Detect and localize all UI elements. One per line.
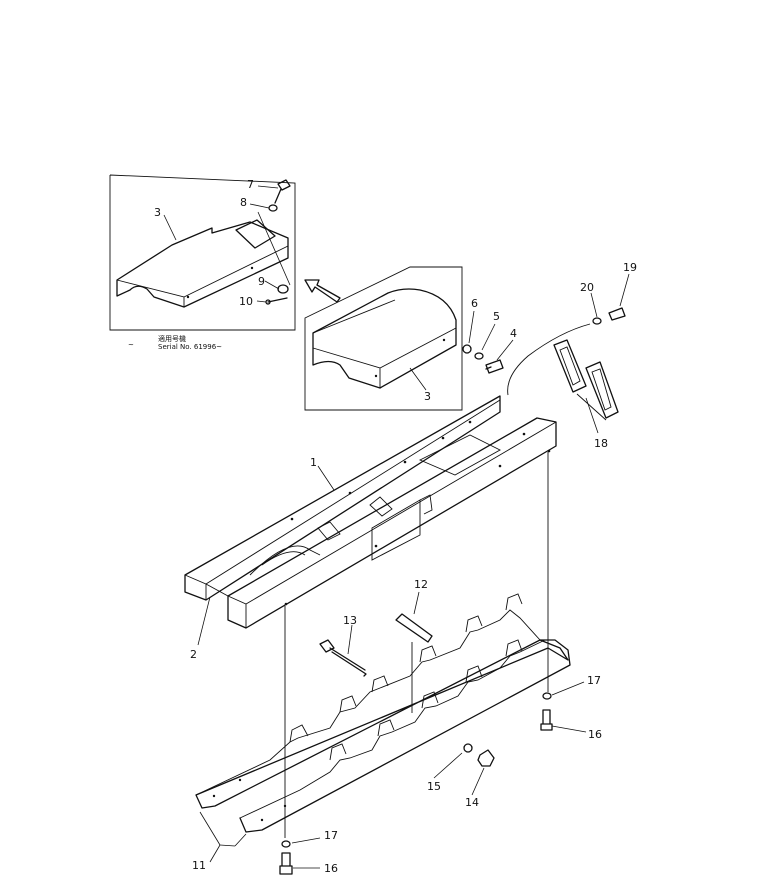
callout-1: 1 [310, 456, 317, 469]
bolt-13 [319, 639, 367, 677]
callout-17-bottom: 17 [324, 829, 338, 842]
cover-bolts [462, 310, 514, 374]
nut-14 [477, 749, 495, 767]
callout-6: 6 [471, 297, 478, 310]
callout-14: 14 [465, 796, 479, 809]
callout-18: 18 [594, 437, 608, 450]
inset-note-mark: ~ [128, 341, 134, 349]
callout-10: 10 [239, 295, 253, 308]
inset-note-line1: 適用号機 [158, 334, 186, 343]
callout-9: 9 [258, 275, 265, 288]
inset-cover [116, 219, 289, 308]
callouts: 1 2 3 3 4 5 6 7 8 9 10 11 12 13 14 15 16… [154, 178, 637, 875]
callout-7: 7 [247, 178, 254, 191]
track-guard [195, 593, 571, 863]
washer-15 [463, 743, 473, 753]
callout-20: 20 [580, 281, 594, 294]
callout-3-inset: 3 [154, 206, 161, 219]
callout-11: 11 [192, 859, 206, 872]
inset-note-line2: Serial No. 61996~ [158, 343, 222, 351]
plates [507, 273, 630, 434]
callout-5: 5 [493, 310, 500, 323]
callout-3-main: 3 [424, 390, 431, 403]
callout-16-right: 16 [588, 728, 602, 741]
callout-4: 4 [510, 327, 517, 340]
callout-15: 15 [427, 780, 441, 793]
callout-12: 12 [414, 578, 428, 591]
pin-12 [395, 613, 433, 643]
track-frame [184, 395, 557, 646]
callout-16-bottom: 16 [324, 862, 338, 875]
arrow-icon [304, 279, 341, 303]
cover-panel [304, 266, 463, 411]
callout-2: 2 [190, 648, 197, 661]
callout-8: 8 [240, 196, 247, 209]
inset-panel [109, 174, 296, 331]
callout-17-right: 17 [587, 674, 601, 687]
callout-19: 19 [623, 261, 637, 274]
callout-13: 13 [343, 614, 357, 627]
